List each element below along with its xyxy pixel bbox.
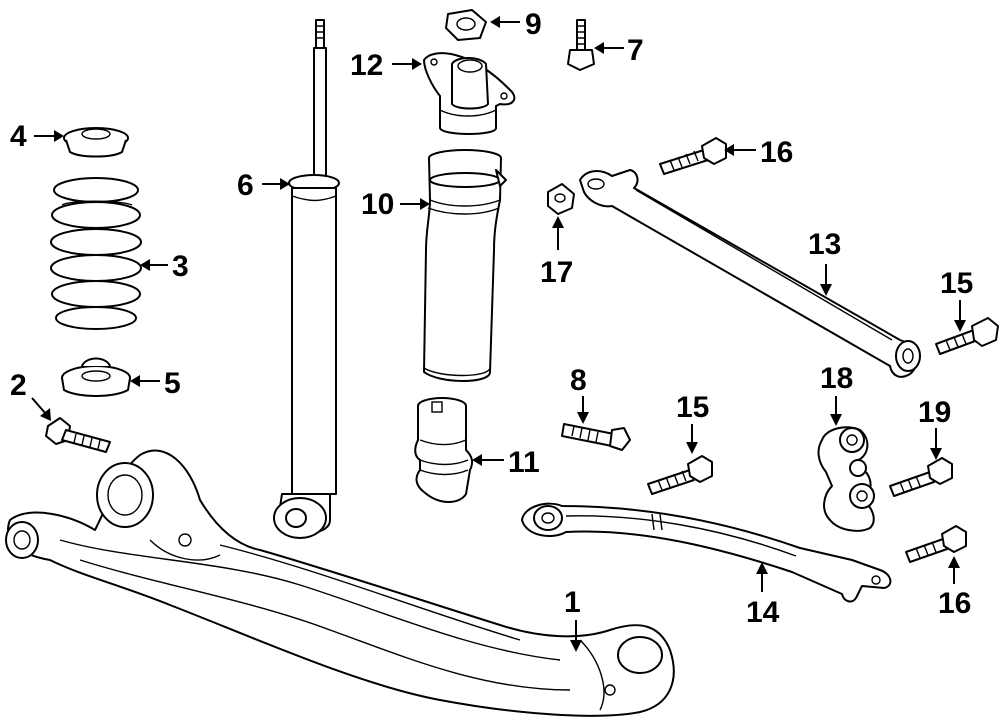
part-8-bolt[interactable]	[561, 423, 631, 451]
svg-text:5: 5	[164, 367, 181, 400]
svg-text:4: 4	[10, 120, 27, 153]
svg-text:19: 19	[918, 396, 951, 429]
part-16-bolt-b[interactable]	[905, 525, 967, 563]
callout-6: 6	[237, 169, 290, 202]
callout-8: 8	[570, 364, 589, 424]
svg-text:15: 15	[940, 267, 973, 300]
part-9-nut[interactable]	[445, 9, 487, 41]
svg-text:17: 17	[540, 256, 573, 289]
part-15-bolt-a[interactable]	[935, 317, 999, 355]
part-3-coil-spring[interactable]	[50, 177, 142, 330]
callout-14: 14	[746, 562, 780, 629]
callout-7: 7	[594, 34, 644, 67]
callout-13: 13	[808, 228, 841, 296]
svg-text:7: 7	[627, 34, 644, 67]
svg-text:3: 3	[172, 250, 189, 283]
part-2-bolt[interactable]	[45, 417, 111, 453]
callout-1: 1	[564, 586, 582, 652]
part-19-bolt[interactable]	[889, 457, 953, 497]
callout-10: 10	[361, 188, 430, 221]
part-11-jounce-bumper[interactable]	[414, 397, 474, 503]
svg-text:1: 1	[564, 586, 581, 619]
svg-text:16: 16	[938, 587, 971, 620]
callout-18: 18	[820, 362, 853, 426]
svg-text:2: 2	[10, 369, 27, 402]
svg-text:8: 8	[570, 364, 587, 397]
part-17-nut[interactable]	[547, 183, 575, 215]
callout-15a: 15	[940, 267, 973, 332]
part-16-bolt-a[interactable]	[659, 137, 727, 175]
svg-text:9: 9	[525, 8, 542, 41]
callout-12: 12	[350, 49, 422, 82]
svg-text:6: 6	[237, 169, 254, 202]
callout-4: 4	[10, 120, 64, 153]
svg-text:12: 12	[350, 49, 383, 82]
svg-text:16: 16	[760, 136, 793, 169]
svg-text:15: 15	[676, 391, 709, 424]
callout-5: 5	[130, 367, 181, 400]
svg-text:10: 10	[361, 188, 394, 221]
callout-15b: 15	[676, 391, 709, 454]
part-12-strut-mount[interactable]	[423, 52, 516, 135]
callout-16a: 16	[724, 136, 793, 169]
svg-text:14: 14	[746, 596, 780, 629]
callout-11: 11	[472, 446, 540, 479]
part-1-rear-axle-beam[interactable]	[5, 449, 675, 717]
part-6-shock-absorber[interactable]	[273, 19, 340, 539]
callout-19: 19	[918, 396, 951, 460]
svg-text:18: 18	[820, 362, 853, 395]
callout-2: 2	[10, 369, 51, 421]
part-7-bolt[interactable]	[567, 19, 595, 71]
callout-3: 3	[140, 250, 189, 283]
svg-text:11: 11	[508, 446, 540, 479]
part-10-dust-boot[interactable]	[423, 149, 507, 382]
callout-9: 9	[490, 8, 542, 41]
callout-17: 17	[540, 216, 573, 289]
part-15-bolt-b[interactable]	[647, 455, 713, 495]
part-5-lower-spring-insulator[interactable]	[61, 357, 131, 397]
callout-16b: 16	[938, 556, 971, 620]
part-13-upper-control-arm[interactable]	[579, 169, 921, 378]
part-14-lower-control-arm[interactable]	[521, 502, 892, 603]
svg-text:13: 13	[808, 228, 841, 261]
part-18-stabilizer-link[interactable]	[817, 426, 875, 532]
part-4-upper-spring-insulator[interactable]	[63, 127, 129, 158]
